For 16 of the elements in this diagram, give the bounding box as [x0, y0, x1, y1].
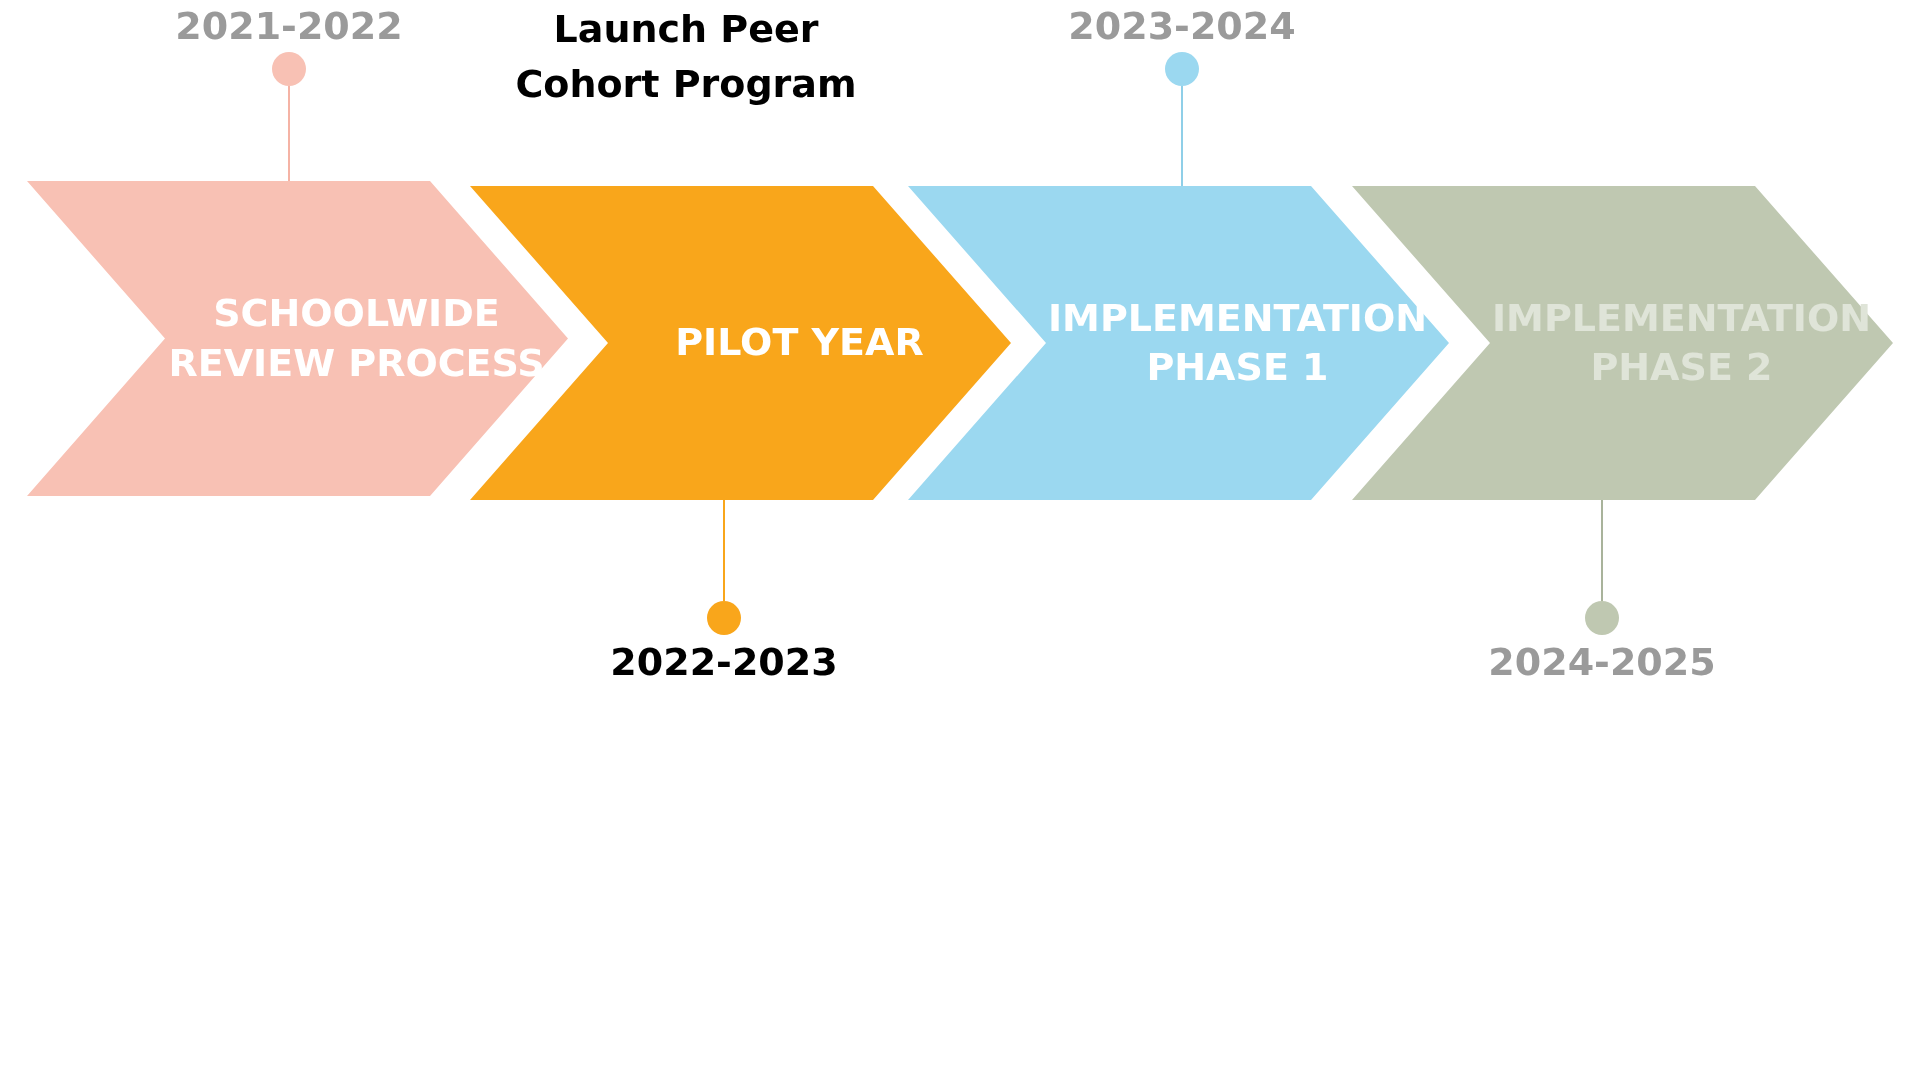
timeline-dot	[1165, 52, 1199, 86]
timeline-dot	[272, 52, 306, 86]
year-label: 2021-2022	[175, 4, 403, 48]
leader-line	[723, 499, 725, 602]
stage-title: IMPLEMENTATION PHASE 1	[1046, 294, 1429, 391]
stage-title: PILOT YEAR	[675, 319, 924, 367]
leader-line	[1181, 85, 1183, 187]
timeline-dot	[1585, 601, 1619, 635]
year-label: 2023-2024	[1068, 4, 1296, 48]
leader-line	[1601, 499, 1603, 602]
milestone-note: Launch Peer Cohort Program	[514, 6, 858, 109]
stage-title: SCHOOLWIDE REVIEW PROCESS	[167, 290, 546, 387]
leader-line	[288, 85, 290, 182]
year-label: 2022-2023	[610, 640, 838, 684]
year-label: 2024-2025	[1488, 640, 1716, 684]
timeline-dot	[707, 601, 741, 635]
